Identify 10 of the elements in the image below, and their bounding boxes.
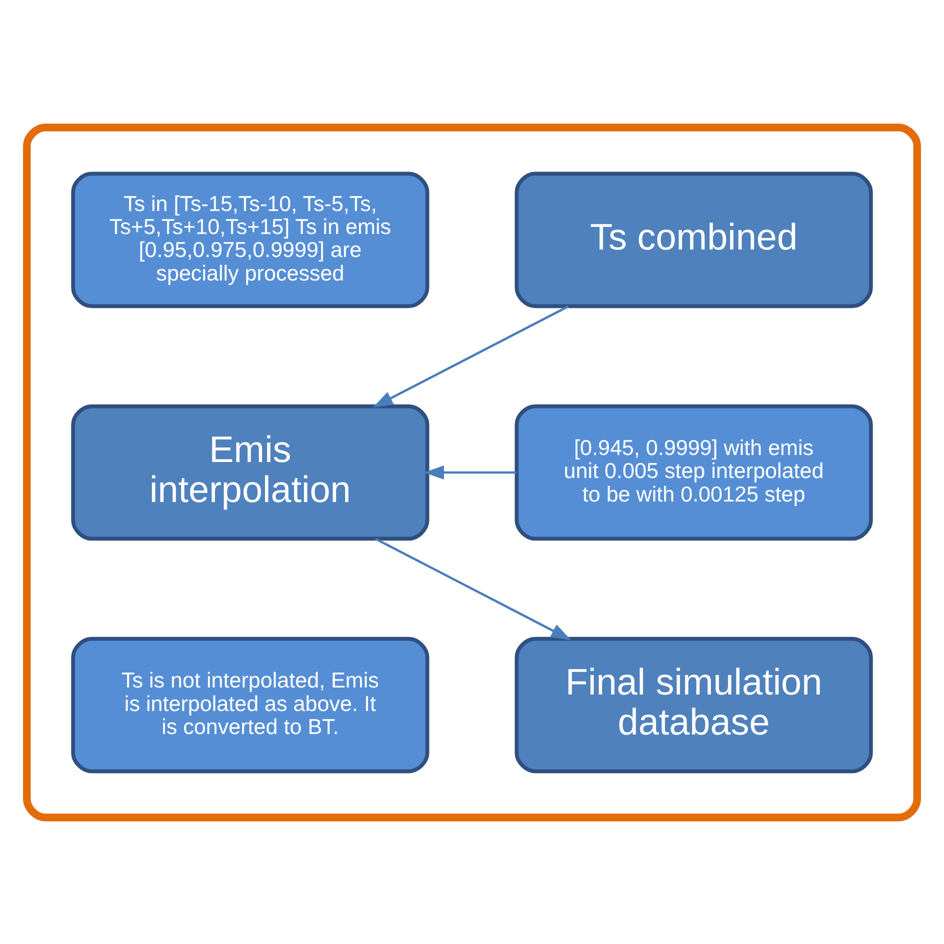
arrow — [424, 464, 516, 480]
node-box: Ts combined — [514, 171, 873, 308]
arrow — [375, 537, 572, 640]
node-box: Ts in [Ts-15,Ts-10, Ts-5,Ts, Ts+5,Ts+10,Ts+15] Ts in emis [0.95,0.975,0.9999] are specially processed — [71, 171, 430, 308]
arrow — [372, 304, 569, 407]
node-box: Final simulation database — [514, 636, 873, 773]
node-box: [0.945, 0.9999] with emis unit 0.005 step interpolated to be with 0.00125 step — [514, 404, 873, 540]
cluster — [23, 123, 921, 821]
node-box: Emis interpolation — [71, 404, 430, 540]
node-box: Ts is not interpolated, Emis is interpolated as above. It is converted to BT. — [71, 636, 430, 773]
